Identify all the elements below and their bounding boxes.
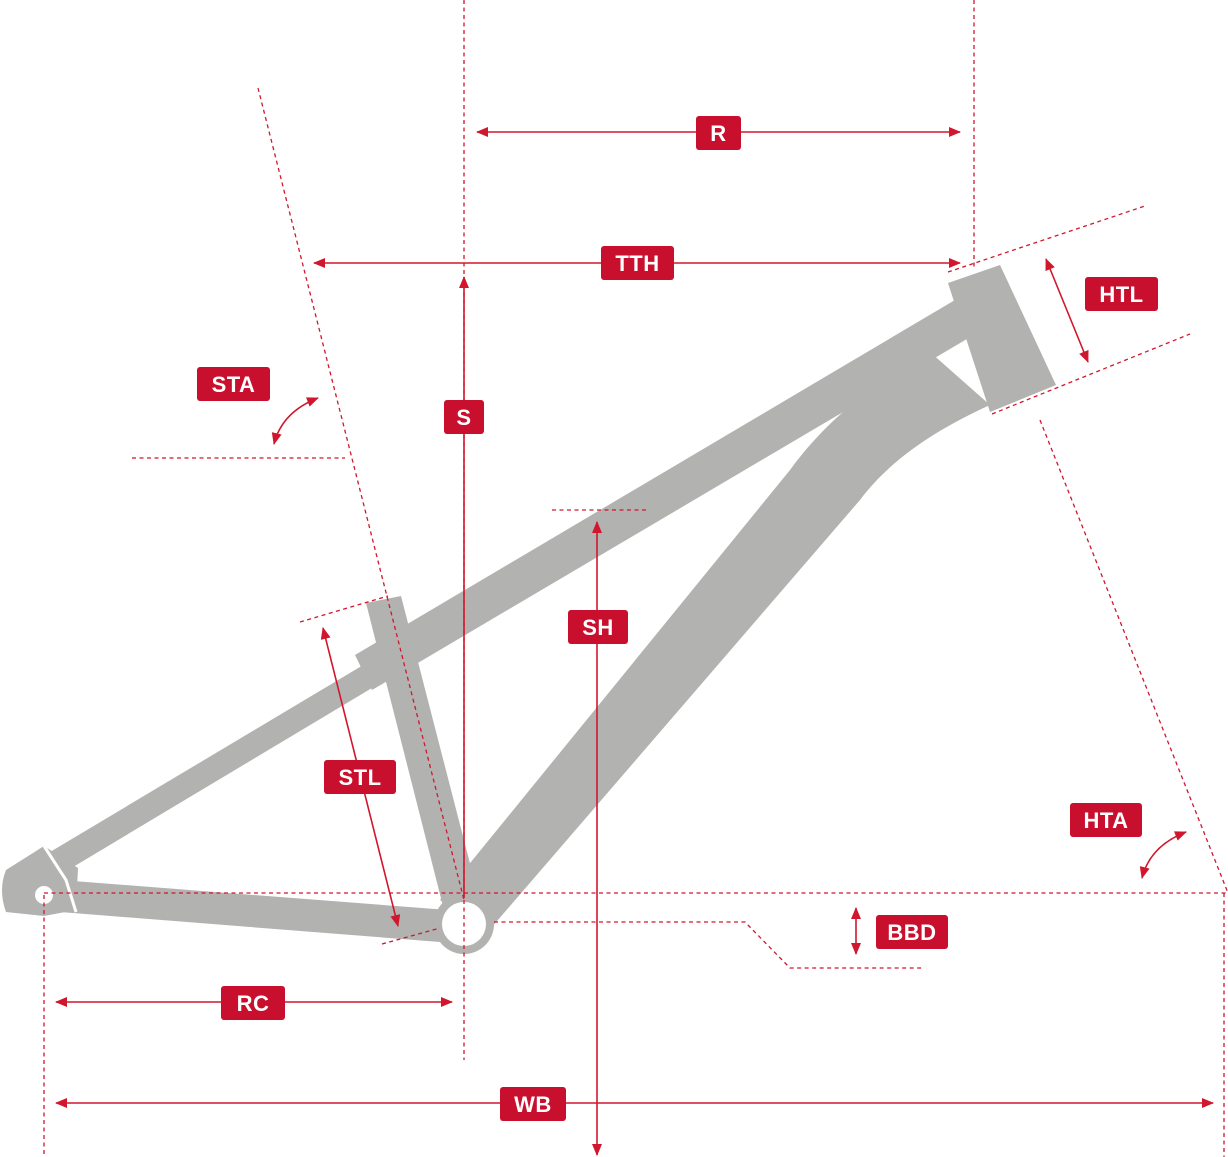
head-tube [948, 265, 1056, 412]
badge-stl: STL [324, 760, 396, 794]
label-r: R [710, 121, 726, 146]
chain-stay [60, 880, 448, 942]
seat-stay [40, 655, 392, 876]
label-bbd: BBD [887, 920, 936, 945]
head-tube-bottom-line [991, 333, 1191, 415]
seat-tube-bottom-line [381, 927, 441, 945]
bb-drop-line [494, 921, 922, 969]
badge-bbd: BBD [876, 915, 948, 949]
badge-hta: HTA [1070, 803, 1142, 837]
badge-r: R [696, 116, 741, 150]
seat-tube-axis-line [257, 87, 465, 901]
reference-lines [43, 0, 1228, 1157]
label-s: S [456, 405, 471, 430]
badge-tth: TTH [601, 246, 674, 280]
head-angle-arc [1139, 831, 1187, 879]
label-htl: HTL [1099, 282, 1143, 307]
label-tth: TTH [615, 251, 659, 276]
dropout-seam [42, 845, 78, 913]
label-rc: RC [237, 991, 270, 1016]
label-sta: STA [212, 372, 256, 397]
seat-angle-arc [271, 397, 319, 445]
badge-s: S [444, 400, 484, 434]
badge-htl: HTL [1085, 277, 1158, 311]
label-wb: WB [514, 1092, 552, 1117]
seat-tube-top-line [299, 595, 389, 623]
label-sh: SH [582, 615, 614, 640]
bike-frame [2, 265, 1056, 954]
badge-sta: STA [197, 367, 270, 401]
badge-rc: RC [221, 986, 285, 1020]
label-hta: HTA [1083, 808, 1128, 833]
top-tube [355, 300, 972, 690]
head-tube-length-arrow [1045, 258, 1089, 363]
down-tube [440, 352, 990, 935]
head-tube-top-line [947, 205, 1146, 273]
rear-dropout [2, 846, 78, 916]
steering-axis-line [1039, 419, 1228, 894]
badge-sh: SH [568, 610, 628, 644]
badge-wb: WB [500, 1087, 566, 1121]
label-stl: STL [338, 765, 381, 790]
